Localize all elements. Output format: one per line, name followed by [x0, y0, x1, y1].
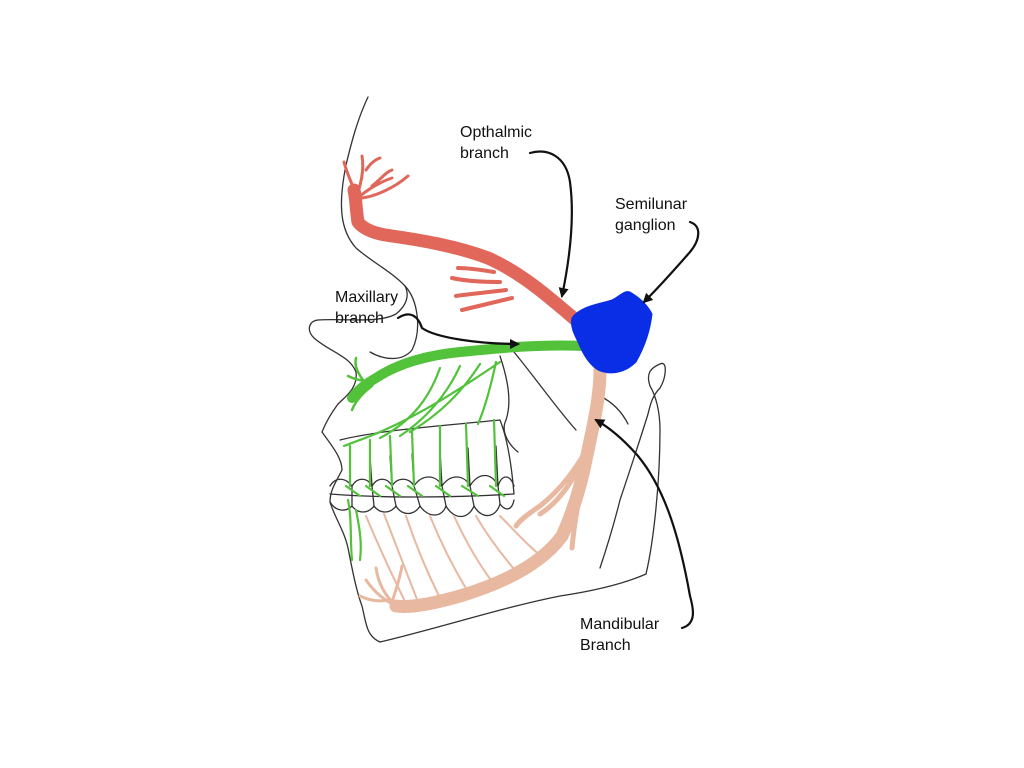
- opthalmic-lower-branches: [450, 266, 514, 312]
- mandibular-label-line1: Mandibular: [580, 616, 660, 633]
- mandibular-upper-branches: [513, 437, 595, 551]
- semilunar-label-line1: Semilunar: [615, 196, 688, 213]
- upper-tooth-roots: [349, 445, 499, 487]
- opthalmic-branch-label: Opthalmic branch: [460, 122, 532, 164]
- upper-teeth-row: [329, 474, 515, 487]
- mandibular-dental-branches: [365, 513, 547, 605]
- opthalmic-forehead-branches: [342, 154, 410, 200]
- opthalmic-nerve-trunk: [347, 183, 585, 329]
- face-profile-line: [308, 96, 647, 643]
- mandibular-label-line2: Branch: [580, 637, 631, 654]
- maxillary-nerve: [342, 340, 589, 562]
- maxillary-pointer-arrow: [396, 313, 520, 349]
- semilunar-ganglion-label: Semilunar ganglion: [615, 194, 687, 236]
- maxillary-alveolar-plexus: [342, 360, 506, 562]
- mandibular-pointer-arrow: [594, 418, 695, 630]
- maxilla-contour: [339, 419, 515, 495]
- semilunar-ganglion: [571, 291, 653, 374]
- mandibular-nerve: [358, 363, 607, 613]
- mandible-ramus-line: [599, 362, 666, 575]
- mandibular-branch-label: Mandibular Branch: [580, 614, 659, 656]
- mental-nerve-branches: [358, 564, 404, 608]
- maxillary-nerve-facial-branches: [346, 356, 378, 412]
- opthalmic-label-line2: branch: [460, 145, 509, 162]
- semilunar-pointer-arrow: [642, 220, 700, 304]
- opthalmic-pointer-arrow: [528, 150, 573, 298]
- maxillary-label-line2: branch: [335, 310, 384, 327]
- opthalmic-nerve: [342, 154, 585, 329]
- nasal-bone-line: [369, 285, 419, 360]
- zygomatic-line: [513, 351, 577, 431]
- maxillary-branch-label: Maxillary branch: [335, 287, 398, 329]
- mandibular-nerve-trunk: [389, 363, 607, 613]
- label-pointers: [396, 150, 700, 630]
- maxillary-nerve-trunk: [347, 340, 589, 403]
- cheek-line: [499, 355, 519, 453]
- semilunar-label-line2: ganglion: [615, 217, 676, 234]
- maxillary-label-line1: Maxillary: [335, 289, 399, 306]
- tooth-divider-lines: [351, 485, 501, 507]
- opthalmic-label-line1: Opthalmic: [460, 124, 533, 141]
